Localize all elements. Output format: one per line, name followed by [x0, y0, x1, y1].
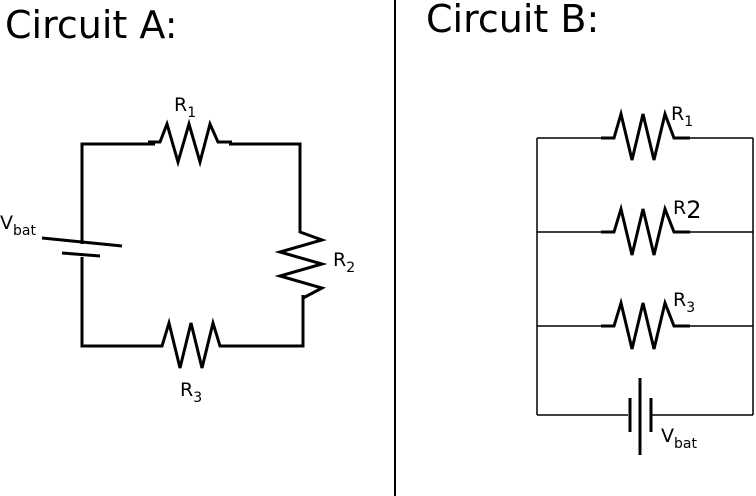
circuit-b-r2-label: R2 [673, 196, 701, 224]
circuit-b-r3-resistor-icon [601, 297, 690, 350]
circuit-b-title: Circuit B: [426, 0, 599, 41]
circuit-a-wire-top-left [80, 142, 155, 244]
circuit-a: Circuit A: Vbat R1 R2 R3 [0, 3, 355, 406]
circuit-b-r1-label: R1 [671, 103, 693, 130]
circuit-b-battery-label: Vbat [661, 425, 697, 452]
circuit-a-wire-top-right [229, 142, 302, 222]
circuit-b-r1-resistor-icon [601, 108, 690, 161]
circuit-a-r3-resistor-icon [150, 317, 234, 369]
circuit-a-wire-bottom-left [80, 257, 158, 348]
circuit-b-battery-icon [628, 378, 653, 455]
circuit-a-r2-label: R2 [333, 249, 355, 276]
circuit-a-battery-label: Vbat [0, 212, 36, 239]
circuit-b-r2-resistor-icon [601, 203, 690, 256]
circuit-a-title: Circuit A: [5, 3, 178, 47]
circuit-a-r2-resistor-icon [274, 219, 328, 310]
circuit-a-battery-icon [41, 236, 123, 258]
circuit-b: Circuit B: R1 R2 R3 Vbat [426, 0, 754, 455]
circuit-b-r3-label: R3 [673, 289, 695, 316]
circuit-a-r1-label: R1 [174, 94, 196, 121]
circuit-a-r1-resistor-icon [148, 118, 232, 168]
circuit-a-r3-label: R3 [180, 379, 202, 406]
circuit-a-wire-bottom-right [228, 295, 305, 348]
